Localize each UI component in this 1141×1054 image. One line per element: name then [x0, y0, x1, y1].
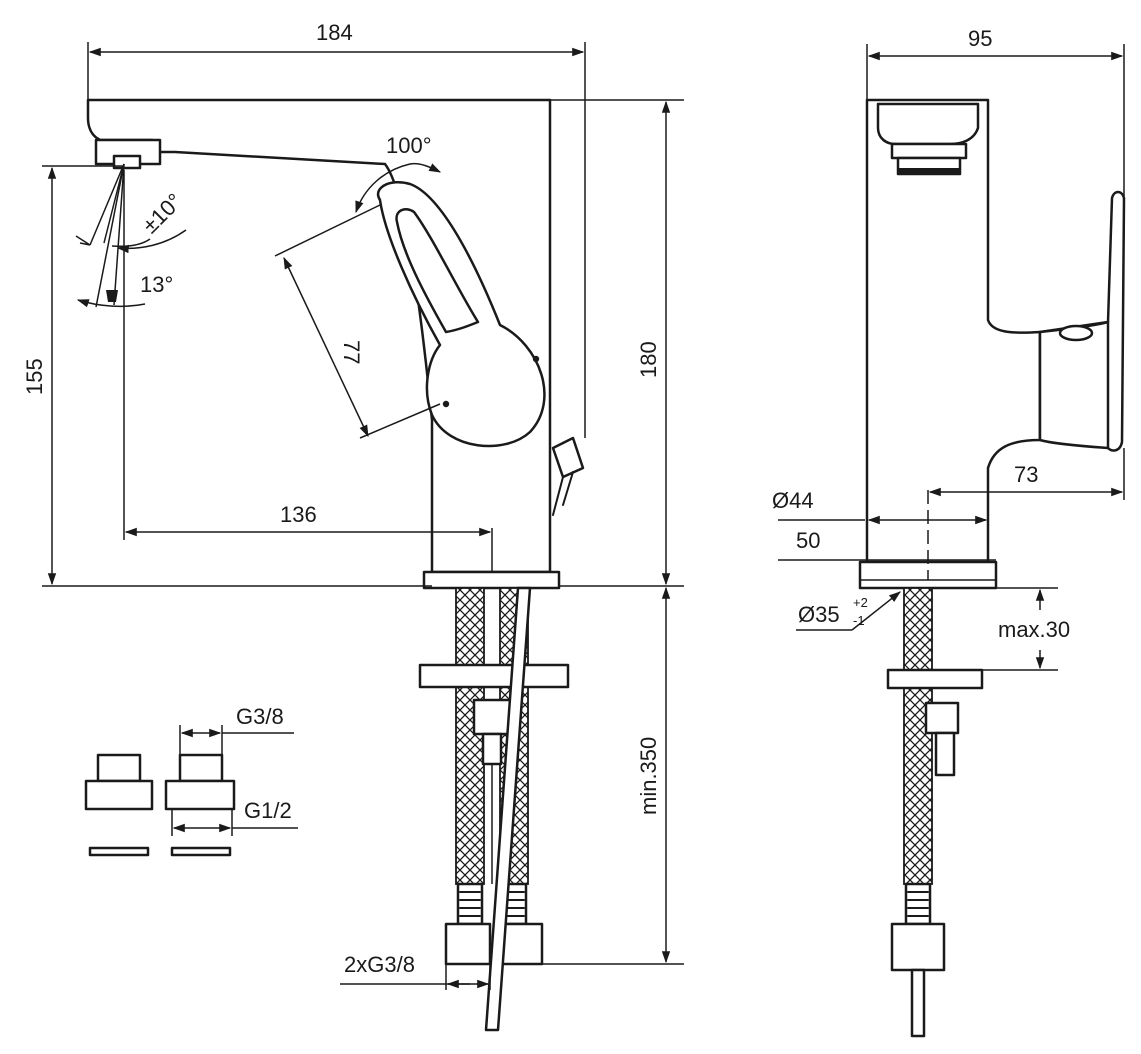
side-view: 95 73 Ø44 50 Ø35 +2 -1 max.30 — [772, 26, 1126, 1038]
dim-base-plate: 50 — [796, 528, 820, 553]
base-plate — [422, 570, 561, 590]
dim-jet-angle: 13° — [140, 272, 173, 297]
dim-lever-depth: 73 — [1014, 462, 1038, 487]
dim-total-length: 184 — [316, 20, 353, 45]
dim-max-deck: max.30 — [998, 617, 1070, 642]
thread-adapters: G3/8 G1/2 — [84, 704, 298, 857]
mounting-nut — [472, 698, 512, 736]
pop-up-rod — [551, 436, 585, 516]
dim-hole-diameter: Ø35 — [798, 602, 840, 627]
dim-hole-tol-plus: +2 — [853, 595, 868, 610]
dim-lever-length: 77 — [339, 340, 364, 364]
dim-total-height: 180 — [636, 341, 661, 378]
dim-lever-angle: 100° — [386, 133, 432, 158]
dim-hole-tol-minus: -1 — [853, 613, 865, 628]
dim-jet-tilt: ±10° — [137, 188, 187, 238]
dim-reach: 136 — [280, 502, 317, 527]
aerator — [94, 138, 162, 170]
dim-adapter-inlet: G1/2 — [244, 798, 292, 823]
dim-min-hose: min.350 — [636, 737, 661, 815]
dim-adapter-outlet: G3/8 — [236, 704, 284, 729]
front-view: ±10° 13° 184 155 180 min.350 136 77 — [22, 20, 684, 1032]
dim-hose-thread: 2xG3/8 — [344, 952, 415, 977]
dim-side-depth: 95 — [968, 26, 992, 51]
dim-spout-height: 155 — [22, 358, 47, 395]
water-jet-lines — [75, 163, 151, 308]
mounting-plate — [418, 663, 570, 689]
pull-rod — [484, 586, 532, 1032]
dim-base-diameter: Ø44 — [772, 488, 814, 513]
